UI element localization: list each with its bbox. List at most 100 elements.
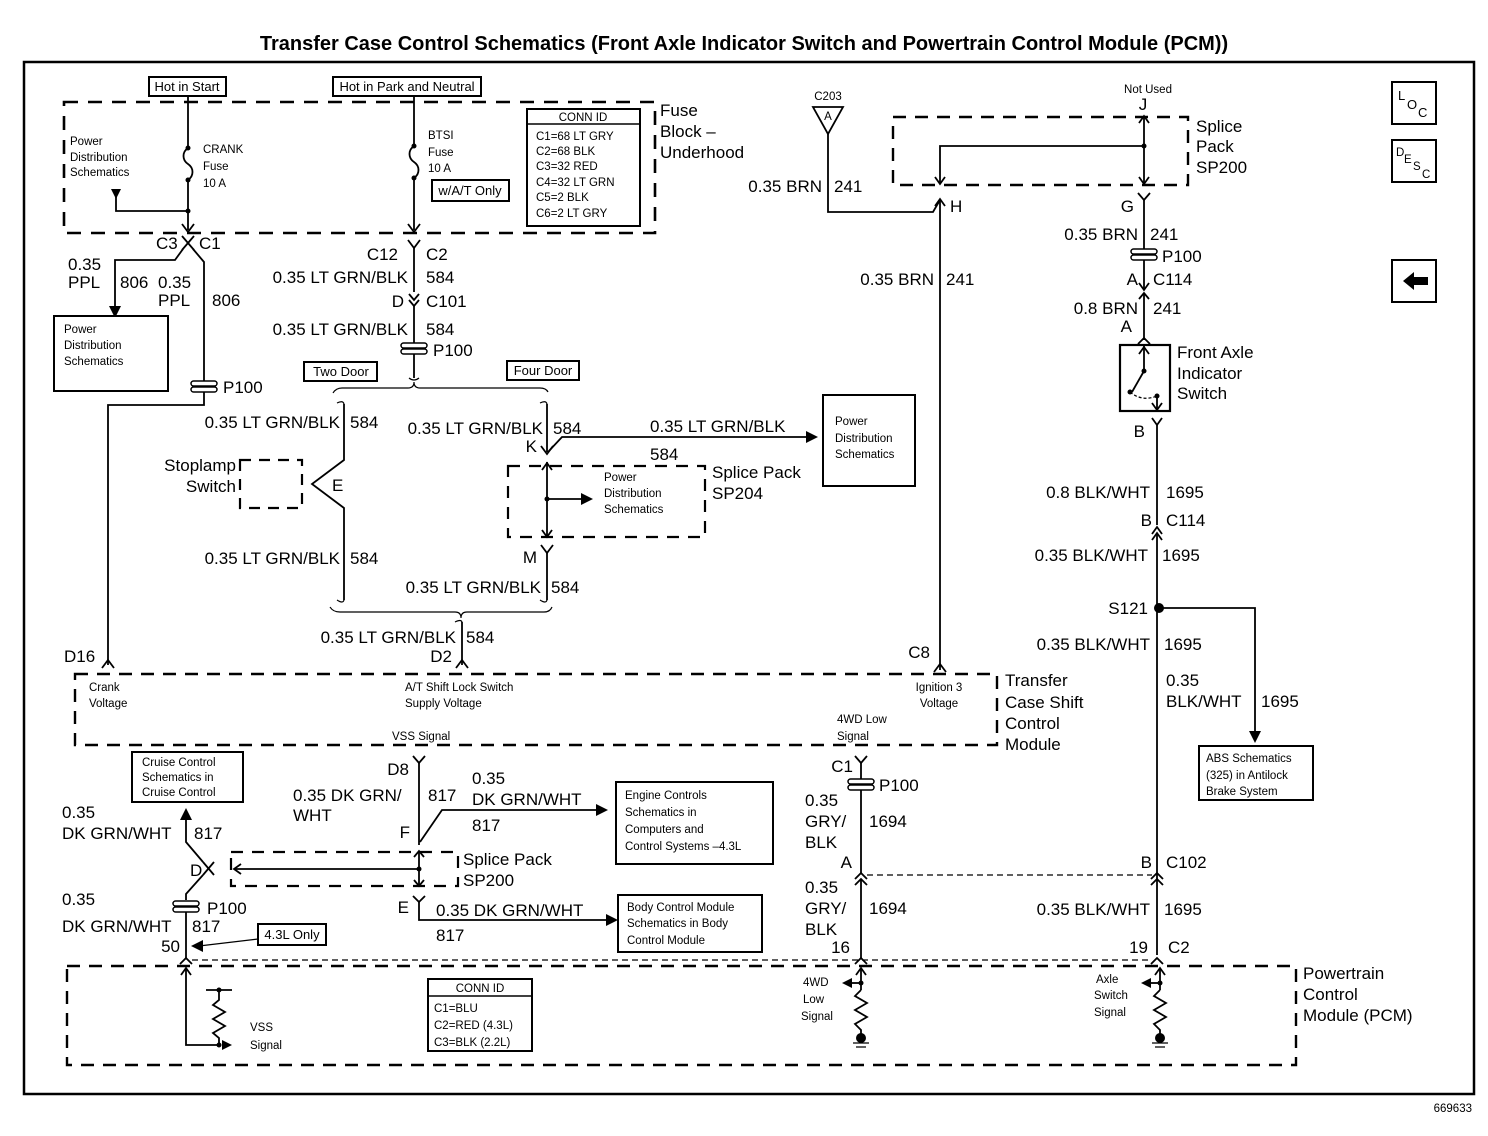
ref-box-label: Schematics in Body	[627, 918, 728, 930]
arrow-icon	[606, 914, 618, 926]
connector-pin: A	[1121, 317, 1133, 336]
body-control-module-ref-box[interactable]	[617, 894, 763, 953]
circuit-number: 1695	[1261, 692, 1299, 711]
connector-pin: 19	[1129, 938, 1148, 957]
pin-function-label: Axle	[1096, 974, 1118, 986]
stoplamp-switch-label: Stoplamp	[164, 456, 236, 475]
ref-box-label: Power	[835, 416, 868, 428]
power-distribution-label: Power	[70, 136, 103, 148]
circuit-number: 241	[946, 270, 974, 289]
connector-pin: D2	[430, 647, 452, 666]
pin-function-label: VSS	[250, 1022, 273, 1034]
power-distribution-ref-box[interactable]	[53, 315, 169, 392]
circuit-number: 241	[834, 177, 862, 196]
hot-in-park-neutral-label: Hot in Park and Neutral	[339, 79, 474, 94]
splice-pack-label: SP200	[463, 871, 514, 890]
desc-button[interactable]: D E S C	[1391, 139, 1437, 183]
power-distribution-ref-box[interactable]	[822, 394, 916, 487]
crank-fuse-icon	[182, 147, 194, 181]
circuit-number: 584	[350, 413, 378, 432]
wire-gauge: 0.35	[68, 255, 101, 274]
p100-connector-icon	[400, 342, 428, 355]
back-button[interactable]	[1391, 259, 1437, 303]
circuit-number: 1695	[1162, 546, 1200, 565]
connector-label: P100	[1162, 247, 1202, 266]
wire-color: GRY/	[805, 899, 847, 918]
connector-label: P100	[223, 378, 263, 397]
circuit-number: 817	[472, 816, 500, 835]
connector-pin: A	[1127, 270, 1139, 289]
circuit-number: 1695	[1164, 900, 1202, 919]
ref-box-label: Power	[64, 324, 97, 336]
ref-box-label: Control Module	[627, 935, 705, 947]
fuse-block-label: Fuse	[660, 101, 698, 120]
conn-id-row: C3=BLK (2.2L)	[434, 1037, 511, 1049]
circuit-number: 241	[1153, 299, 1181, 318]
connector-pin: B	[1141, 853, 1152, 872]
p100-connector-icon	[847, 778, 875, 791]
wire-color: DK GRN/WHT	[472, 790, 582, 809]
ref-box-label: ABS Schematics	[1206, 753, 1292, 765]
pin-function-label: Signal	[1094, 1007, 1126, 1019]
only-4-3l-tag	[257, 923, 327, 946]
splice-pack-label: SP200	[1196, 158, 1247, 177]
wire-color: 0.8 BRN	[1074, 299, 1138, 318]
switch-label: Switch	[1177, 384, 1227, 403]
connector-pin: A	[841, 853, 853, 872]
four-door-label: Four Door	[514, 363, 573, 378]
wire-color: BLK	[805, 833, 838, 852]
p100-connector-icon	[190, 380, 218, 393]
btsi-fuse-label: 10 A	[428, 163, 451, 175]
circuit-number: 817	[194, 824, 222, 843]
circuit-number: 584	[650, 445, 678, 464]
cruise-control-ref-box[interactable]	[131, 751, 244, 803]
connector-pin: K	[526, 437, 538, 456]
circuit-number: 1694	[869, 899, 907, 918]
module-label: Module	[1005, 735, 1061, 754]
power-distribution-label: Distribution	[70, 152, 128, 164]
4wd-low-signal-circuit: C1 P100 0.35 GRY/ BLK 1694 A 0.35 GRY/ B…	[192, 755, 1207, 965]
vss-circuit: D8 0.35 DK GRN/ WHT 817 F 0.35 DK GRN/WH…	[62, 751, 774, 965]
hot-in-park-neutral-tag	[332, 76, 482, 97]
loc-button[interactable]: L O C	[1391, 81, 1437, 125]
fuse-block-label: Block –	[660, 122, 716, 141]
abs-schematics-ref-box[interactable]	[1198, 745, 1314, 801]
wire-gauge: 0.35	[1166, 671, 1199, 690]
conn-id-row: C2=RED (4.3L)	[434, 1020, 513, 1032]
ref-box-label: Schematics	[835, 449, 895, 461]
wire-color: 0.35 BLK/WHT	[1035, 546, 1148, 565]
wire-color: 0.35 LT GRN/BLK	[321, 628, 457, 647]
connector-pin: D	[190, 861, 202, 880]
wire-color: 0.35 BRN	[748, 177, 822, 196]
ground-icon	[1155, 1033, 1165, 1043]
wire-color: 0.35 LT GRN/BLK	[205, 549, 341, 568]
engine-controls-ref-box[interactable]	[615, 781, 774, 865]
connector-pin: D8	[387, 760, 409, 779]
wat-only-label: w/A/T Only	[437, 183, 502, 198]
desc-letter: C	[1422, 169, 1430, 181]
wire-color: PPL	[158, 291, 190, 310]
wire-gauge: 0.35	[805, 791, 838, 810]
loc-letter: L	[1398, 88, 1405, 103]
wire-color: 0.35 LT GRN/BLK	[406, 578, 542, 597]
connector-label: C114	[1153, 270, 1192, 289]
circuit-number: 817	[436, 926, 464, 945]
splice-pack-label: SP204	[712, 484, 763, 503]
arrow-icon	[596, 804, 608, 816]
conn-id-row: C6=2 LT GRY	[536, 208, 608, 220]
wire-color: 0.35 BRN	[1064, 225, 1138, 244]
splice-pack-label: Splice	[1196, 117, 1242, 136]
outer-frame	[22, 60, 1476, 1096]
wire-color: 0.35 LT GRN/BLK	[273, 320, 409, 339]
circuit-number: 584	[426, 320, 454, 339]
module-label: Module (PCM)	[1303, 1006, 1413, 1025]
loc-letter: O	[1407, 97, 1417, 112]
module-label: Control	[1005, 714, 1060, 733]
ref-box-label: Distribution	[835, 433, 893, 445]
switch-contact-icon	[1131, 370, 1145, 393]
connector-pin: D	[392, 292, 404, 311]
splice-pack-sp200-top	[891, 115, 1190, 187]
connector-pin: E	[398, 898, 409, 917]
circuit-number: 584	[350, 549, 378, 568]
loc-letter: C	[1418, 105, 1427, 120]
